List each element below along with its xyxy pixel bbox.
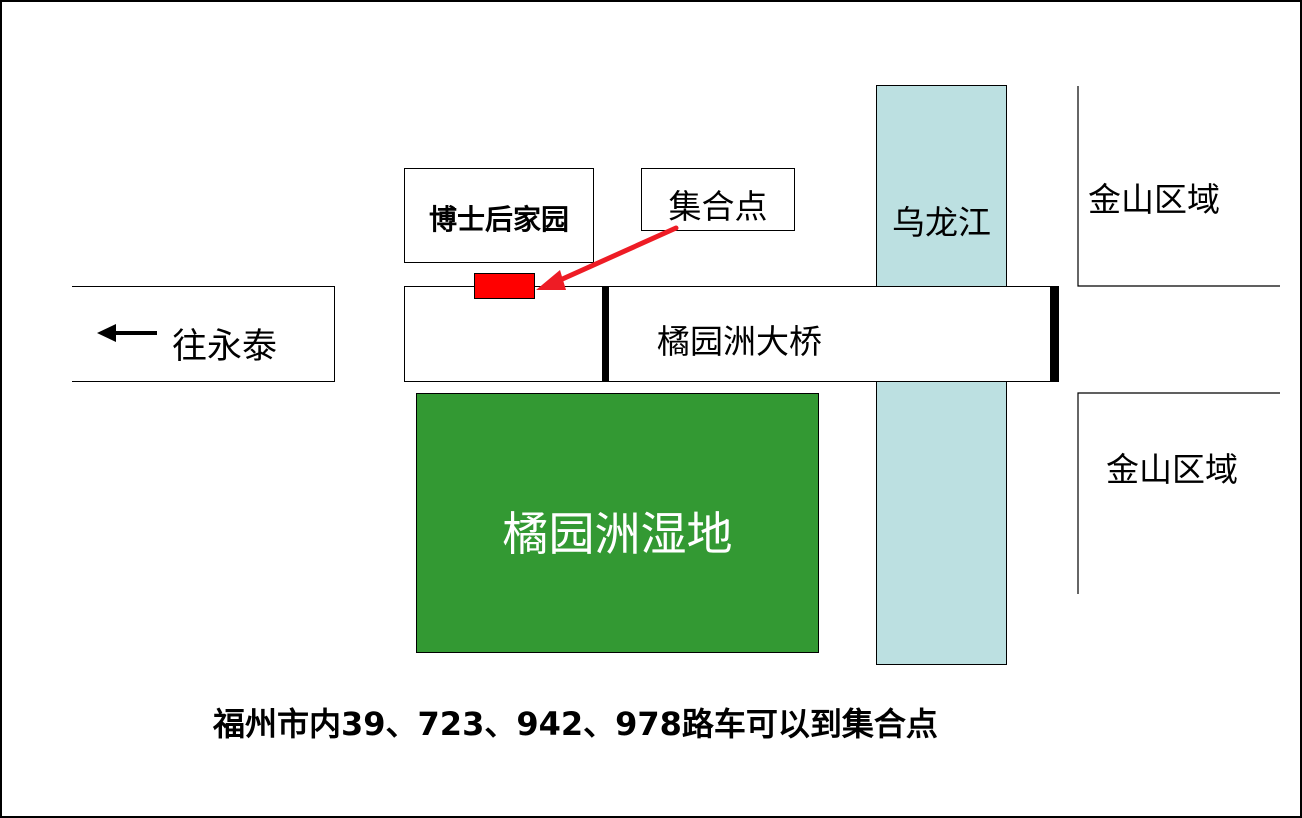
jinshan-label-top: 金山区域 — [1088, 180, 1220, 219]
wetland-area — [416, 393, 819, 653]
to-yongtai-label: 往永泰 — [172, 327, 278, 367]
bridge-label: 橘园洲大桥 — [657, 322, 822, 361]
meeting-point-marker[interactable] — [474, 273, 535, 299]
bridge-east-end — [1050, 286, 1058, 382]
bus-route-caption: 福州市内39、723、942、978路车可以到集合点 — [213, 705, 938, 743]
arrow-head-icon — [536, 270, 566, 290]
boshihou-label: 博士后家园 — [428, 203, 569, 236]
wetland-label: 橘园洲湿地 — [502, 507, 733, 561]
boshihou-building — [404, 168, 594, 263]
meeting-point-callout — [641, 168, 795, 231]
river-label: 乌龙江 — [892, 203, 991, 242]
bridge-west-end — [602, 286, 609, 382]
jinshan-label-bottom: 金山区域 — [1106, 450, 1238, 489]
meeting-point-label: 集合点 — [668, 187, 768, 226]
bridge-road — [404, 286, 1059, 382]
